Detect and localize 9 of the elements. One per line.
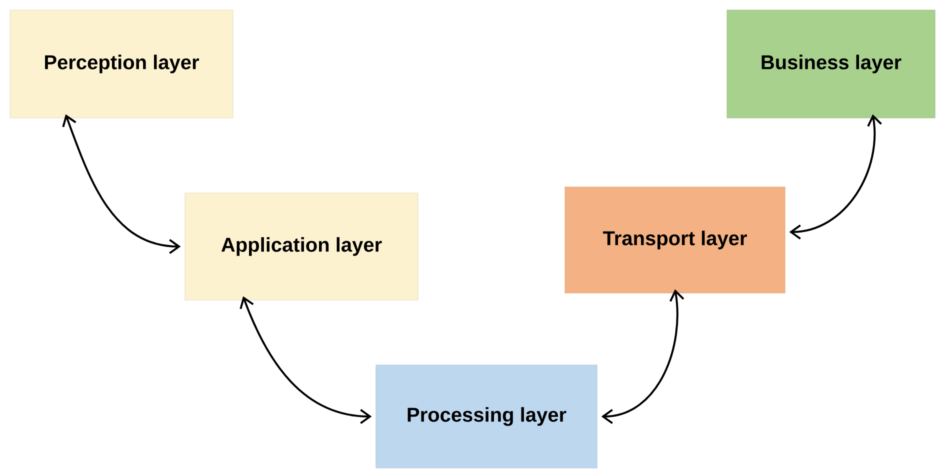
layer-box: Application layer — [184, 192, 418, 300]
layer-box: Transport layer — [564, 186, 786, 294]
arrow — [601, 289, 684, 424]
layer-box: Processing layer — [376, 364, 598, 468]
layer-box: Perception layer — [10, 10, 234, 118]
arrow — [789, 114, 882, 240]
arrow — [240, 296, 372, 424]
layer-box: Business layer — [726, 10, 936, 118]
arrow — [62, 114, 181, 254]
